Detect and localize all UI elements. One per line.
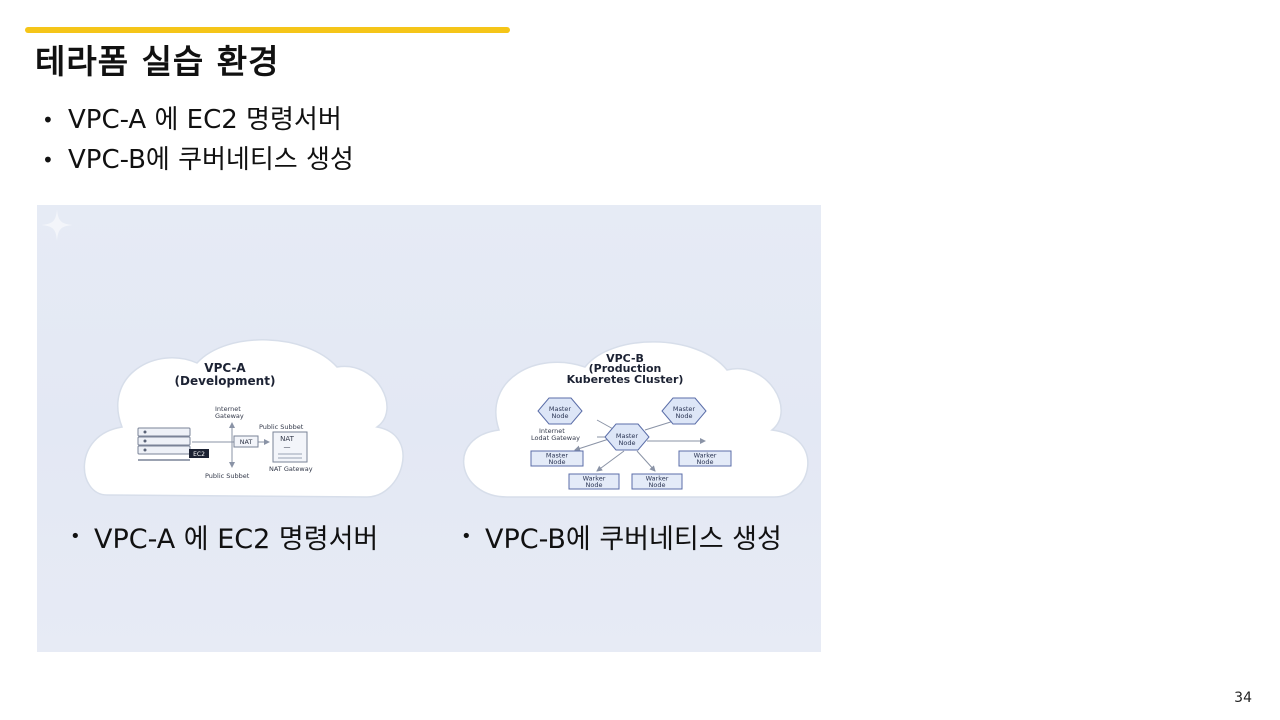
bullet-item: • VPC-A 에 EC2 명령서버 (42, 100, 354, 140)
svg-text:Node: Node (697, 458, 714, 466)
title-accent-bar (25, 27, 510, 33)
bullet-text: VPC-A 에 EC2 명령서버 (68, 105, 342, 135)
bullet-dot-icon: • (42, 108, 54, 132)
gateway-label: Lodat Gateway (531, 434, 580, 442)
bullet-dot-icon: • (461, 526, 472, 547)
svg-text:Warker: Warker (583, 475, 606, 483)
nat-small-box (233, 435, 259, 448)
internet-gateway-label: Internet (215, 405, 241, 413)
vpc-b-subtitle: Kuberetes Cluster) (567, 373, 684, 386)
nat-gateway-label: NAT Gateway (269, 465, 313, 473)
svg-text:Node: Node (549, 458, 566, 466)
internet-gateway-label: Gateway (215, 412, 244, 420)
slide-title: 테라폼 실습 환경 (35, 42, 280, 81)
bullet-text: VPC-B에 쿠버네티스 생성 (68, 145, 354, 175)
vpc-a-title: VPC-A (204, 361, 246, 375)
public-subnet-label: Public Subbet (205, 472, 250, 480)
svg-text:Node: Node (676, 412, 693, 420)
master-node-top-left: Master Node (537, 397, 583, 425)
master-node-left: Master Node (530, 450, 584, 467)
svg-text:Node: Node (649, 481, 666, 489)
nat-small-label: NAT (240, 438, 253, 446)
page-number: 34 (1234, 690, 1252, 706)
ec2-server-icon: EC2 (137, 427, 209, 461)
master-node-center: Master Node (604, 423, 650, 451)
vpc-b-cloud: VPC-B (Production Kuberetes Cluster) Int… (462, 341, 809, 498)
worker-node-right: Warker Node (678, 450, 732, 467)
architecture-diagram: VPC-A (Development) EC2 Internet Gateway… (83, 339, 809, 498)
worker-node-bottom-right: Warker Node (631, 473, 683, 490)
svg-text:Warker: Warker (646, 475, 669, 483)
vpc-a-cloud: VPC-A (Development) EC2 Internet Gateway… (83, 339, 404, 498)
bullet-list: • VPC-A 에 EC2 명령서버 • VPC-B에 쿠버네티스 생성 (42, 100, 354, 180)
svg-text:NAT: NAT (280, 435, 294, 443)
svg-text:Master: Master (546, 452, 569, 460)
svg-text:Master: Master (673, 405, 696, 413)
gateway-label: Internet (539, 427, 565, 435)
svg-text:Node: Node (586, 481, 603, 489)
figure-caption-right: •VPC-B에 쿠버네티스 생성 (461, 524, 782, 555)
vpc-b-subtitle: (Production (589, 362, 662, 375)
svg-text:Node: Node (552, 412, 569, 420)
svg-text:Warker: Warker (694, 452, 717, 460)
svg-text:—: — (284, 443, 291, 451)
master-node-top-right: Master Node (661, 397, 707, 425)
worker-node-bottom-left: Warker Node (568, 473, 620, 490)
bullet-item: • VPC-B에 쿠버네티스 생성 (42, 140, 354, 180)
ec2-label: EC2 (193, 451, 205, 458)
vpc-a-subtitle: (Development) (175, 374, 276, 388)
svg-text:Master: Master (549, 405, 572, 413)
vpc-b-title: VPC-B (606, 352, 644, 365)
nat-gateway-icon: NAT — (272, 431, 308, 463)
svg-text:Master: Master (616, 432, 639, 440)
public-subnet-label: Public Subbet (259, 423, 304, 431)
figure-caption-left: •VPC-A 에 EC2 명령서버 (70, 524, 379, 555)
bullet-dot-icon: • (42, 148, 54, 172)
svg-text:Node: Node (619, 439, 636, 447)
architecture-figure: VPC-A (Development) EC2 Internet Gateway… (37, 205, 821, 652)
sparkle-icon (41, 209, 73, 241)
bullet-dot-icon: • (70, 526, 81, 547)
